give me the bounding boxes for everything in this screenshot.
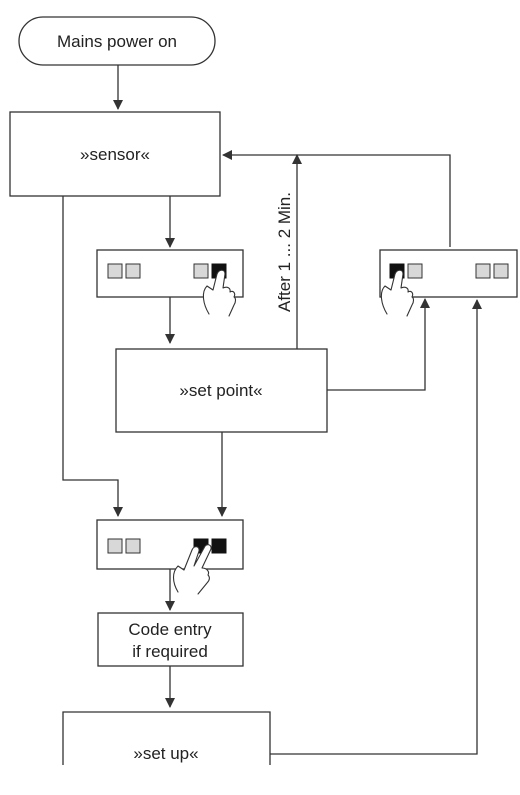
start-node-label: Mains power on <box>57 32 177 51</box>
edge-setpoint-to-keypad2 <box>327 298 430 391</box>
keypad-2-key-3 <box>475 263 491 279</box>
set-up-node-label: »set up« <box>133 744 198 763</box>
edge-keypad2-to-sensor <box>222 150 451 247</box>
keypad-3-key-4-pressed <box>211 538 227 554</box>
timeout-label: After 1 ... 2 Min. <box>275 192 294 312</box>
code-entry-node: Code entry if required <box>97 612 244 667</box>
two-finger-press-icon <box>172 544 212 595</box>
keypad-3 <box>96 519 244 595</box>
keypad-3-key-2 <box>125 538 141 554</box>
start-node: Mains power on <box>18 16 216 66</box>
finger-press-icon <box>202 269 237 317</box>
code-entry-node-shape <box>97 612 244 667</box>
set-point-node-shape <box>115 348 328 433</box>
keypad-1 <box>96 249 244 317</box>
set-point-node: »set point« <box>115 348 328 433</box>
finger-press-icon <box>380 269 415 317</box>
sensor-node-label: »sensor« <box>80 145 150 164</box>
set-up-node-shape <box>62 711 271 765</box>
sensor-node-shape <box>9 111 221 197</box>
edge-setup-to-keypad2 <box>270 299 482 755</box>
code-entry-label-line-1: Code entry <box>128 620 212 639</box>
keypad-2 <box>379 249 518 317</box>
edge-sensor-to-keypad3 <box>62 196 123 517</box>
set-up-node: »set up« <box>62 711 271 765</box>
sensor-node: »sensor« <box>9 111 221 197</box>
start-node-shape <box>18 16 216 66</box>
set-point-node-label: »set point« <box>179 381 262 400</box>
code-entry-label-line-2: if required <box>132 642 208 661</box>
connectors <box>62 65 482 755</box>
keypad-1-key-1 <box>107 263 123 279</box>
keypad-2-key-4 <box>493 263 509 279</box>
keypad-2-key-2 <box>407 263 423 279</box>
keypad-1-key-3 <box>193 263 209 279</box>
keypad-3-key-1 <box>107 538 123 554</box>
keypad-1-key-2 <box>125 263 141 279</box>
